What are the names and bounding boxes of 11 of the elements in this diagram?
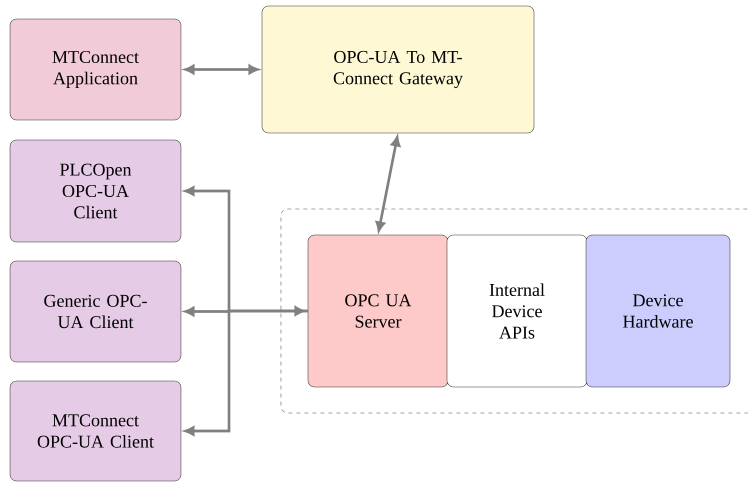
hardware-box: Device Hardware xyxy=(586,234,730,388)
server-box: OPC UA Server xyxy=(308,234,448,388)
api-box: Internal Device APIs xyxy=(446,234,588,388)
client-box: PLCOpen OPC-UA Client xyxy=(10,140,182,242)
arrow xyxy=(184,186,308,436)
gateway-box: OPC-UA To MT-Connect Gateway xyxy=(262,6,534,134)
client-box: MTConnect OPC-UA Client xyxy=(10,380,182,482)
client-box: Generic OPC-UA Client xyxy=(10,260,182,362)
arrow xyxy=(184,64,258,74)
application-box: MTConnect Application xyxy=(10,18,182,120)
device-boundary xyxy=(280,208,748,414)
